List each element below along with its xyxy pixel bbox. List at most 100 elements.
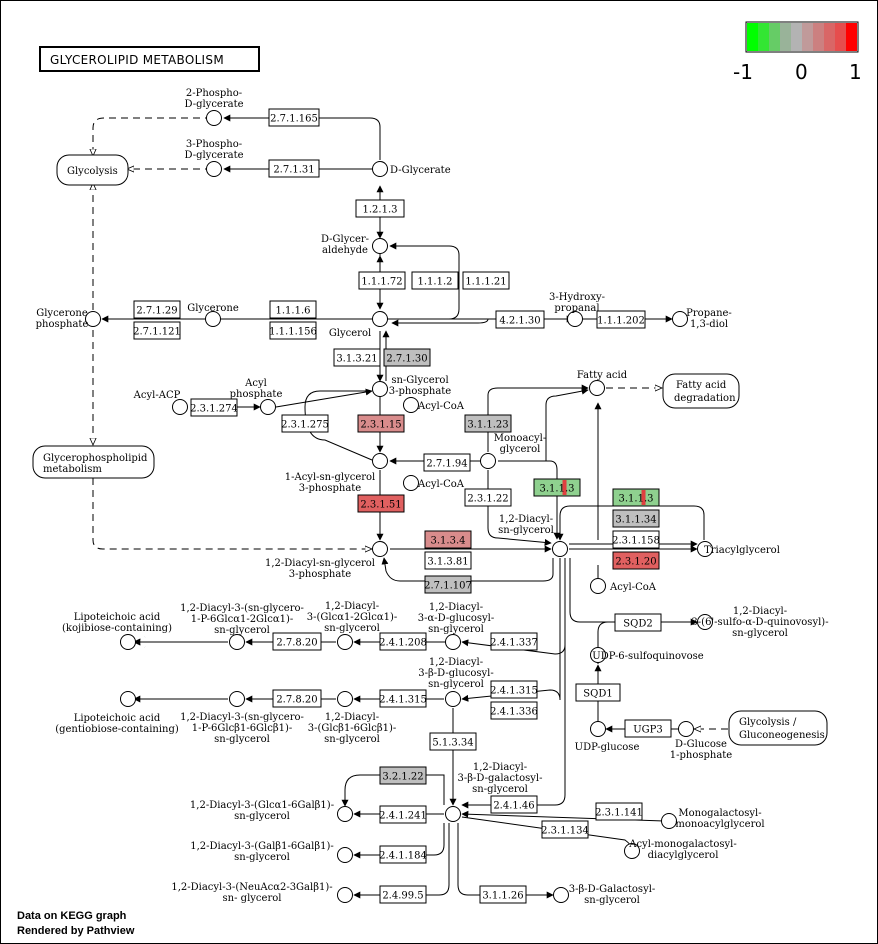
dag-aglucosyl-node[interactable] <box>445 634 461 650</box>
compound-label-fattyacid: Fatty acid <box>577 370 628 381</box>
enzyme-2-4-1-208[interactable]: 2.4.1.208 <box>379 632 427 651</box>
enzyme-2-7-1-94[interactable]: 2.7.1.94 <box>423 453 471 472</box>
dag-glcgal-node[interactable] <box>337 806 353 822</box>
enzyme-2-4-1-241[interactable]: 2.4.1.241 <box>379 805 427 824</box>
enzyme-2-3-1-51[interactable]: 2.3.1.51 <box>357 494 405 513</box>
monoacylglycerol-node[interactable] <box>480 453 496 469</box>
enzyme-3-1-3-81[interactable]: 3.1.3.81 <box>424 551 472 570</box>
enzyme-3-1-1-26[interactable]: 3.1.1.26 <box>479 885 527 904</box>
enzyme-2-3-1-275[interactable]: 2.3.1.275 <box>281 414 329 433</box>
pathway-glycolysis[interactable]: Glycolysis <box>56 154 129 186</box>
enzyme-1-1-1-2[interactable]: 1.1.1.2 <box>411 271 459 290</box>
enzyme-2-7-8-20[interactable]: 2.7.8.20 <box>272 632 322 651</box>
enzyme-3-1-1-3[interactable]: 3.1.1.3 <box>612 488 660 507</box>
diacylsnglycerol3p-node[interactable] <box>372 541 388 557</box>
enzyme-sqd1[interactable]: SQD1 <box>575 683 621 702</box>
dag-gentio-node[interactable] <box>337 691 353 707</box>
glycerone-node[interactable] <box>205 311 221 327</box>
acylcoa1-node[interactable] <box>403 397 419 413</box>
acylphosphate-node[interactable] <box>260 399 276 415</box>
enzyme-2-3-1-141[interactable]: 2.3.1.141 <box>595 802 643 821</box>
enzyme-2-3-1-20[interactable]: 2.3.1.20 <box>612 551 660 570</box>
fattyacid-node[interactable] <box>589 380 605 396</box>
dag-bglucosyl-node[interactable] <box>445 691 461 707</box>
enzyme-3-1-3-4[interactable]: 3.1.3.4 <box>424 530 472 549</box>
dag-glcglc-p-node[interactable] <box>229 634 245 650</box>
phospho3-node[interactable] <box>206 161 222 177</box>
acylsnglycerol3p-node[interactable] <box>372 453 388 469</box>
enzyme-2-4-99-5[interactable]: 2.4.99.5 <box>379 885 427 904</box>
enzyme-label: 2.4.1.337 <box>490 638 538 649</box>
enzyme-2-4-1-315[interactable]: 2.4.1.315 <box>490 680 538 699</box>
lta-kojibiose-node[interactable] <box>120 634 136 650</box>
diacylsnglycerol-node[interactable] <box>552 541 568 557</box>
enzyme-3-1-1-23[interactable]: 3.1.1.23 <box>464 414 512 433</box>
enzyme-2-7-1-29[interactable]: 2.7.1.29 <box>133 300 181 319</box>
acylcoa3-node[interactable] <box>590 578 606 594</box>
compound-label-dag-gentio-p: sn-glycerol <box>214 734 270 745</box>
enzyme-2-3-1-22[interactable]: 2.3.1.22 <box>464 488 512 507</box>
enzyme-2-3-1-158[interactable]: 2.3.1.158 <box>612 530 660 549</box>
udpsulfo-node[interactable] <box>590 647 606 663</box>
enzyme-1-1-1-21[interactable]: 1.1.1.21 <box>462 271 510 290</box>
dglycerate-node[interactable] <box>372 161 388 177</box>
hydroxypropanal-node[interactable] <box>567 311 583 327</box>
enzyme-2-4-1-315[interactable]: 2.4.1.315 <box>379 689 427 708</box>
enzyme-2-7-1-165[interactable]: 2.7.1.165 <box>268 108 320 127</box>
sulfoquinovosyl-node[interactable] <box>697 614 713 630</box>
pathway-glycolysis-gluconeogenesis[interactable]: Glycolysis / Gluconeogenesis <box>728 710 828 746</box>
enzyme-1-1-1-202[interactable]: 1.1.1.202 <box>596 310 646 329</box>
pathway-fattyacid-degradation[interactable]: Fatty acid degradation <box>662 373 740 409</box>
pathway-glycerophospholipid[interactable]: Glycerophospholipid metabolism <box>32 445 155 479</box>
glyceronep-node[interactable] <box>85 311 101 327</box>
enzyme-1-1-1-156[interactable]: 1.1.1.156 <box>269 321 317 340</box>
enzyme-5-1-3-34[interactable]: 5.1.3.34 <box>429 732 477 751</box>
bgalactosyl-node[interactable] <box>553 887 569 903</box>
enzyme-2-3-1-15[interactable]: 2.3.1.15 <box>357 414 405 433</box>
dglucose1p-node[interactable] <box>678 721 694 737</box>
compound-label-acylphosphate: Acyl <box>244 378 267 389</box>
enzyme-2-3-1-134[interactable]: 2.3.1.134 <box>541 820 589 839</box>
enzyme-2-7-1-107[interactable]: 2.7.1.107 <box>424 575 472 594</box>
acylacp-node[interactable] <box>172 399 188 415</box>
dag-galgal-node[interactable] <box>337 847 353 863</box>
glycerol-node[interactable] <box>372 311 388 327</box>
enzyme-1-1-1-72[interactable]: 1.1.1.72 <box>358 271 406 290</box>
enzyme-2-4-1-336[interactable]: 2.4.1.336 <box>490 701 538 720</box>
lta-gentiobiose-node[interactable] <box>120 691 136 707</box>
propanediol-node[interactable] <box>672 311 688 327</box>
acylcoa2-node[interactable] <box>403 475 419 491</box>
monogalactosyl-node[interactable] <box>661 813 677 829</box>
enzyme-ugp3[interactable]: UGP3 <box>624 719 672 738</box>
compound-label-dag-gentio-p: 1-P-6Glcβ1-6Glcβ1)- <box>192 723 293 734</box>
enzyme-2-7-1-31[interactable]: 2.7.1.31 <box>268 159 320 178</box>
snglycerol3p-node[interactable] <box>372 381 388 397</box>
enzyme-2-7-1-121[interactable]: 2.7.1.121 <box>133 321 181 340</box>
phospho2-node[interactable] <box>206 110 222 126</box>
enzyme-3-1-1-34[interactable]: 3.1.1.34 <box>612 509 660 528</box>
enzyme-2-4-1-46[interactable]: 2.4.1.46 <box>490 795 538 814</box>
dag-neuac-node[interactable] <box>337 887 353 903</box>
enzyme-3-2-1-22[interactable]: 3.2.1.22 <box>379 766 427 785</box>
enzyme-1-2-1-3[interactable]: 1.2.1.3 <box>355 199 405 218</box>
dglyceraldehyde-node[interactable] <box>372 238 388 254</box>
enzyme-sqd2[interactable]: SQD2 <box>614 613 662 632</box>
enzyme-4-2-1-30[interactable]: 4.2.1.30 <box>495 310 545 329</box>
enzyme-2-3-1-274[interactable]: 2.3.1.274 <box>190 398 238 417</box>
enzyme-2-4-1-184[interactable]: 2.4.1.184 <box>379 845 427 864</box>
triacylglycerol-node[interactable] <box>697 541 713 557</box>
udpglucose-node[interactable] <box>590 721 606 737</box>
acylmonogal-node[interactable] <box>624 843 640 859</box>
enzyme-3-1-3-21[interactable]: 3.1.3.21 <box>333 348 381 367</box>
compound-label-dag-glcglc-p: 1-P-6Glcα1-2Glcα1)- <box>191 614 294 625</box>
enzyme-3-1-1-3[interactable]: 3.1.1.3 <box>533 478 581 497</box>
dag-gentio-p-node[interactable] <box>229 691 245 707</box>
enzyme-1-1-1-6[interactable]: 1.1.1.6 <box>269 300 317 319</box>
dag-galactosyl-node[interactable] <box>445 806 461 822</box>
dag-glcglc-node[interactable] <box>337 634 353 650</box>
compound-label-phospho3: D-glycerate <box>184 150 243 161</box>
enzyme-2-7-1-30[interactable]: 2.7.1.30 <box>383 348 431 367</box>
enzyme-2-4-1-337[interactable]: 2.4.1.337 <box>490 632 538 651</box>
enzyme-2-7-8-20[interactable]: 2.7.8.20 <box>272 689 322 708</box>
compound-label-lta-kojibiose: Lipoteichoic acid <box>74 612 161 623</box>
